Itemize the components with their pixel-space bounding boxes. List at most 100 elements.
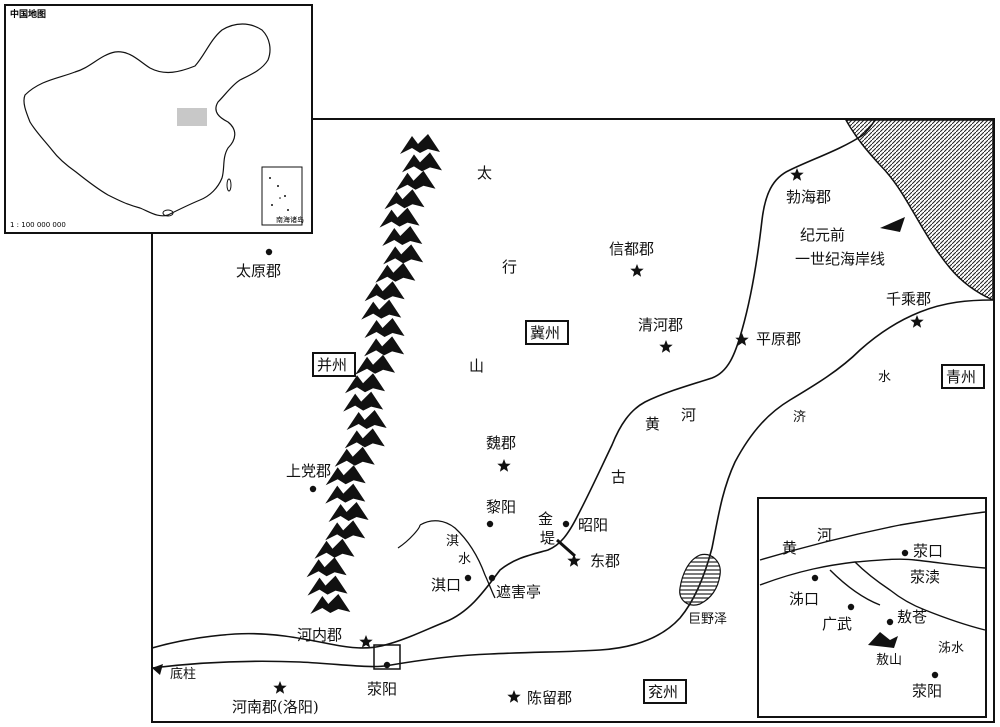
hainan-island <box>162 209 174 217</box>
mountain-peak <box>334 446 375 467</box>
bohai-star <box>790 168 804 181</box>
weijun-label: 魏郡 <box>486 434 516 452</box>
qiancheng-star <box>910 315 924 328</box>
detail-huang-char: 黄 <box>782 539 797 557</box>
detail-guangwu-dot <box>847 603 855 611</box>
south-sea-islands <box>269 177 289 211</box>
taihang-char-1: 太 <box>477 164 492 182</box>
yellow-river-north-bank <box>151 119 876 649</box>
henei-label: 河内郡 <box>297 626 342 644</box>
south-china-sea-box <box>261 166 303 226</box>
xingyang-label: 荥阳 <box>367 680 397 698</box>
detail-aoshan-label: 敖山 <box>876 652 902 668</box>
coastline-pointer <box>880 217 905 232</box>
jishui-char-2: 水 <box>878 370 891 385</box>
detail-xingdu-label: 荥渎 <box>910 568 940 586</box>
mountain-peak <box>346 410 387 430</box>
henan-star <box>273 681 287 694</box>
detail-xingkou-label: 荥口 <box>913 542 943 560</box>
jindi-char-2: 堤 <box>540 529 555 547</box>
mountain-peak <box>395 170 436 191</box>
mountain-peak <box>401 152 442 173</box>
mountain-peak <box>344 428 385 449</box>
xindu-label: 信都郡 <box>609 240 654 258</box>
mountain-peak <box>400 134 440 154</box>
dizhu-label: 底柱 <box>170 666 196 682</box>
river-gu-char: 古 <box>611 468 626 486</box>
detail-aocang-dot <box>886 618 894 626</box>
detail-jishui-label: 泲水 <box>938 641 964 656</box>
dizhu-marker <box>152 664 163 675</box>
coastline-note-2: 一世纪海岸线 <box>795 250 885 268</box>
qinghe-label: 清河郡 <box>638 316 683 334</box>
taihang-char-3: 山 <box>469 357 484 375</box>
province-jizhou-label: 冀州 <box>530 324 560 342</box>
coastline-note-1: 纪元前 <box>800 226 845 244</box>
taihang-mountains <box>306 134 442 614</box>
mountain-peak <box>310 594 351 614</box>
qishui-bank <box>397 524 421 549</box>
henei-star <box>359 635 373 648</box>
chenliu-label: 陈留郡 <box>527 689 572 707</box>
river-huang-char: 黄 <box>645 415 660 433</box>
qiancheng-label: 千乘郡 <box>886 290 931 308</box>
mountain-peak <box>306 557 347 578</box>
province-yanzhou: 兖州 <box>643 679 687 704</box>
mountain-peak <box>364 281 405 302</box>
south-sea-label: 南海诸岛 <box>276 215 304 224</box>
zhaoyang-label: 昭阳 <box>578 516 608 534</box>
detail-he-char: 河 <box>817 526 832 544</box>
xingyang-dot <box>383 661 391 669</box>
zhehaiting-dot <box>488 574 496 582</box>
china-inset-title: 中国地图 <box>10 8 46 20</box>
mountain-peak <box>325 520 366 541</box>
detail-inset-rivers <box>759 511 986 631</box>
province-jizhou-box <box>525 320 569 345</box>
detail-aocang-label: 敖苍 <box>897 608 927 626</box>
province-qingzhou-box <box>941 364 985 389</box>
bohai-label: 勃海郡 <box>786 188 831 206</box>
jindi-char-1: 金 <box>538 510 553 528</box>
qinghe-star <box>659 340 673 353</box>
ancient-sea <box>844 119 994 302</box>
zhehaiting-label: 遮害亭 <box>496 583 541 601</box>
detail-guangwu-label: 广武 <box>822 615 852 633</box>
yellow-river-lower <box>151 660 386 669</box>
detail-jikou-dot <box>811 574 819 582</box>
mountain-peak <box>325 483 366 504</box>
mountain-peak <box>343 391 384 412</box>
mountain-peak <box>328 502 369 522</box>
province-bingzhou-box <box>312 352 356 377</box>
mountain-peak <box>375 262 416 283</box>
qishui-char-1: 淇 <box>446 534 459 549</box>
detail-xingyang-dot <box>931 671 939 679</box>
taiyuan-dot <box>265 248 273 256</box>
mountain-peak <box>364 318 405 338</box>
qikou-label: 淇口 <box>431 576 461 594</box>
shangdang-label: 上党郡 <box>286 462 331 480</box>
china-inset-scale: 1 : 100 000 000 <box>10 221 66 229</box>
detail-xingkou-dot <box>901 549 909 557</box>
mountain-peak <box>364 336 405 357</box>
zhaoyang-dot <box>562 520 570 528</box>
weijun-star <box>497 459 511 472</box>
mountain-peak <box>382 226 423 246</box>
qishui-char-2: 水 <box>458 552 471 567</box>
province-bingzhou: 并州 <box>312 352 356 377</box>
map-area-highlight <box>177 108 207 126</box>
province-qingzhou-label: 青州 <box>946 368 976 386</box>
juye-label: 巨野泽 <box>688 612 727 627</box>
detail-jikou-label: 泲口 <box>789 590 819 608</box>
jindi-embankment <box>556 538 576 558</box>
taihang-char-2: 行 <box>502 258 517 276</box>
mountain-peak <box>345 373 386 394</box>
province-yanzhou-label: 兖州 <box>648 683 678 701</box>
xingyang-detail-box <box>373 644 401 670</box>
pingyuan-star <box>735 333 749 346</box>
dongjun-label: 东郡 <box>590 552 620 570</box>
detail-xingyang-label: 荥阳 <box>912 682 942 700</box>
mountain-peak <box>325 465 366 486</box>
mountain-peak <box>314 538 355 559</box>
xindu-star <box>630 264 644 277</box>
